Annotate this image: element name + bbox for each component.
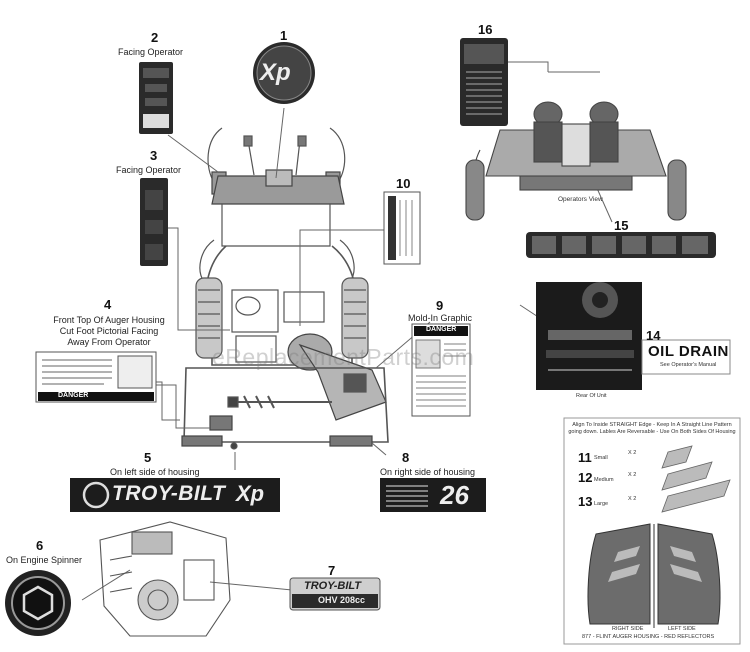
- reflector-instructions: Align To Inside STRAIGHT Edge - Keep In …: [568, 422, 736, 435]
- reflector-qty-large: X 2: [628, 496, 637, 502]
- decal-5-xp: Xp: [236, 481, 265, 506]
- label-3-caption: Facing Operator: [116, 165, 182, 175]
- decal-8-26: [380, 478, 486, 512]
- reflector-qty-medium: X 2: [628, 472, 637, 478]
- label-3-number: 3: [150, 148, 158, 163]
- engine-drawing: [99, 521, 231, 637]
- label-9-number: 9: [436, 298, 444, 313]
- label-11-number: 11: [578, 450, 592, 465]
- label-4-caption-line-2: Cut Foot Pictorial Facing: [59, 326, 159, 336]
- decal-1-xp-text: Xp: [260, 59, 291, 86]
- reflector-right-side: RIGHT SIDE: [612, 626, 644, 632]
- label-6-number: 6: [36, 538, 44, 553]
- label-14-number: 14: [646, 328, 661, 343]
- operators-view-drawing: [465, 101, 687, 221]
- label-16-number: 16: [478, 22, 493, 37]
- operators-view-caption: Operators View: [558, 196, 603, 203]
- snow-thrower-drawing: [181, 127, 389, 450]
- decal-3-vertical: [140, 178, 168, 266]
- reflector-size-medium: Medium: [594, 477, 614, 483]
- label-8-caption: On right side of housing: [380, 467, 476, 477]
- label-4-caption: Front Top Of Auger Housing Cut Foot Pict…: [34, 315, 184, 348]
- label-4-caption-line-3: Away From Operator: [67, 337, 151, 347]
- label-7-number: 7: [328, 563, 336, 578]
- decal-7-engine-badge: [289, 577, 381, 611]
- label-10-number: 10: [396, 176, 411, 191]
- label-13-number: 13: [578, 494, 593, 509]
- label-5-number: 5: [144, 450, 152, 465]
- decal-7-engine: OHV 208cc: [318, 595, 366, 605]
- decal-4-danger-foot: [35, 351, 157, 403]
- decal-5-troy-bilt: [70, 478, 280, 512]
- label-2-number: 2: [151, 30, 159, 45]
- watermark: eReplacementParts.com: [212, 344, 475, 370]
- label-1-number: 1: [280, 28, 288, 43]
- label-9-caption: Mold-In Graphic: [408, 313, 473, 323]
- reflector-panel: [563, 417, 741, 645]
- label-4-caption-line-1: Front Top Of Auger Housing: [53, 315, 165, 325]
- decal-5-brand: TROY-BILT: [112, 482, 226, 505]
- label-15-number: 15: [614, 218, 629, 233]
- decal-9-danger-text: DANGER: [426, 326, 457, 333]
- rear-of-unit-drawing: [536, 282, 642, 390]
- label-6-caption: On Engine Spinner: [6, 555, 83, 565]
- decal-1-xp-badge: [253, 42, 315, 104]
- decal-15-strip: [526, 232, 716, 258]
- decal-9-danger: [411, 323, 471, 417]
- decal-14-oil-drain: [641, 339, 731, 375]
- decal-2-control: [139, 62, 173, 134]
- reflector-size-small: Small: [594, 455, 608, 461]
- oil-drain-subtitle: See Operator's Manual: [660, 362, 717, 368]
- reflector-qty-small: X 2: [628, 450, 637, 456]
- decal-16-panel: [460, 38, 508, 126]
- rear-of-unit-caption: Rear Of Unit: [576, 393, 607, 399]
- decal-7-brand: TROY-BILT: [304, 580, 362, 592]
- oil-drain-title: OIL DRAIN: [648, 343, 729, 360]
- reflector-left-side: LEFT SIDE: [668, 626, 696, 632]
- label-2-caption: Facing Operator: [118, 47, 184, 57]
- reflector-footer: 877 - FLINT AUGER HOUSING - RED REFLECTO…: [582, 634, 715, 640]
- label-4-number: 4: [104, 297, 112, 312]
- label-5-caption: On left side of housing: [110, 467, 200, 477]
- label-8-number: 8: [402, 450, 410, 465]
- decal-6-spinner: [5, 570, 71, 636]
- reflector-size-large: Large: [594, 501, 609, 507]
- decal-4-danger-text: DANGER: [58, 392, 89, 399]
- label-12-number: 12: [578, 470, 593, 485]
- decal-10-service: [383, 191, 421, 265]
- decal-8-26-text: 26: [440, 480, 469, 510]
